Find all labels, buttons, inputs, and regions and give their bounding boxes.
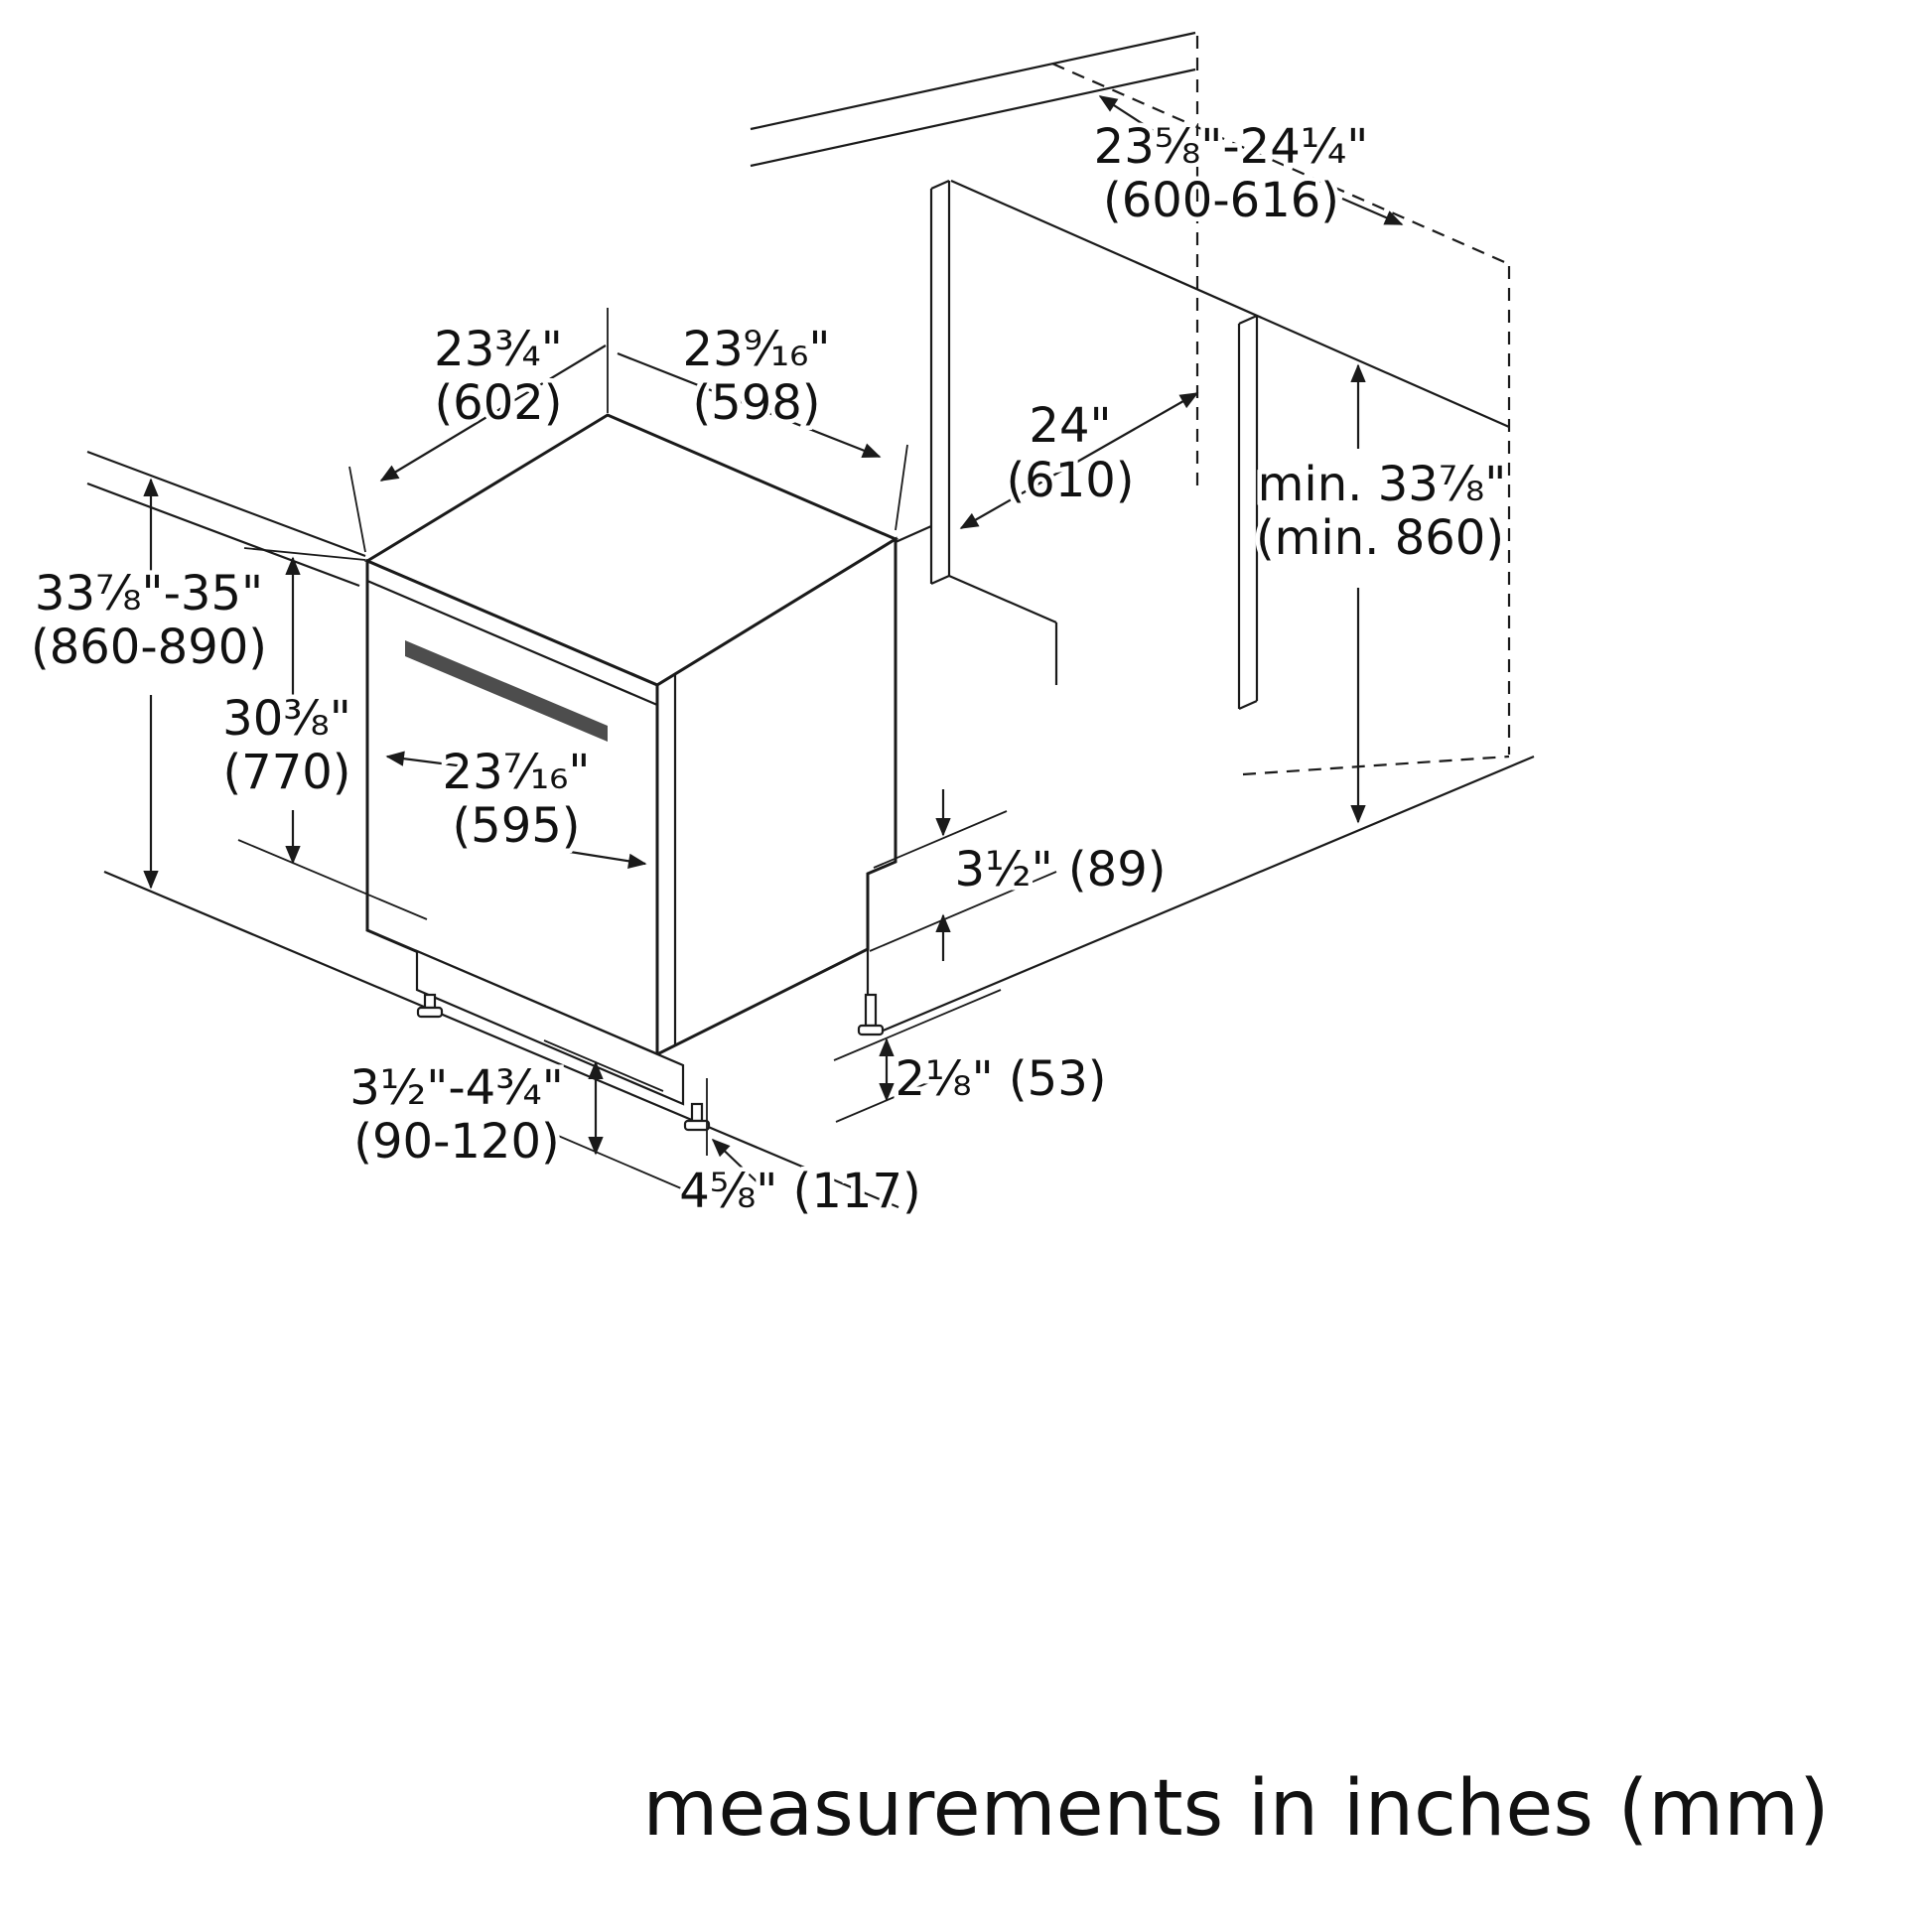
door-handle	[405, 640, 608, 742]
toe-kick-panel	[415, 949, 685, 1106]
dim-top-width	[617, 351, 882, 459]
leveling-range-label-inches: 3¹⁄₂"-4³⁄₄"	[349, 1060, 564, 1116]
dim-door-width-right	[569, 850, 647, 869]
dimension-arrows	[143, 95, 1404, 1182]
toe-kick-depth-label: 2¹⁄₈" (53)	[896, 1051, 1107, 1107]
dim-cabinet-depth	[959, 392, 1199, 529]
top-depth-label-mm: (602)	[434, 375, 562, 431]
cabinet-depth-label-inches: 24"	[1029, 398, 1111, 454]
leveling-foot-front-left	[416, 993, 444, 1019]
body-height-label-inches: 30³⁄₈"	[222, 691, 351, 747]
extension-lines	[237, 308, 1057, 1195]
top-width-label-mm: (598)	[692, 375, 820, 431]
niche-width-label-mm: (600-616)	[1103, 173, 1339, 228]
door-width-label-inches: 23⁷⁄₁₆"	[443, 745, 591, 800]
floor-lines	[103, 755, 1535, 1209]
overall-height-label-inches: 33⁷⁄₈"-35"	[35, 566, 263, 621]
niche-height-label-inches: min. 33⁷⁄₈"	[1258, 457, 1507, 512]
door-width-label-mm: (595)	[452, 798, 580, 854]
top-depth-label-inches: 23³⁄₄"	[434, 322, 563, 377]
leveling-foot-front-right	[683, 1102, 711, 1132]
units-caption: measurements in inches (mm)	[642, 1764, 1829, 1854]
dishwasher	[363, 413, 899, 1132]
niche-height-label-mm: (min. 860)	[1256, 510, 1504, 566]
body-height-label-mm: (770)	[222, 745, 350, 800]
cabinet-depth-label-mm: (610)	[1006, 453, 1134, 508]
dimension-labels: 33⁷⁄₈"-35" (860-890) 30³⁄₈" (770) 23³⁄₄"…	[26, 115, 1510, 1224]
dim-door-width-left	[385, 751, 466, 768]
dim-top-depth	[379, 345, 607, 482]
dim-niche-width-left	[1098, 95, 1155, 132]
overall-height-label-mm: (860-890)	[31, 620, 267, 675]
door-top-edge	[366, 579, 658, 707]
dim-base-depth	[711, 1138, 758, 1182]
cabinet-panels	[895, 179, 1259, 711]
leveling-foot-rear	[857, 993, 885, 1036]
countertop-lines	[86, 31, 1510, 588]
top-width-label-inches: 23⁹⁄₁₆"	[683, 322, 831, 377]
leveling-range-label-mm: (90-120)	[353, 1114, 559, 1170]
dim-niche-width-right	[1341, 197, 1404, 226]
base-depth-label: 4⁵⁄₈" (117)	[679, 1164, 920, 1219]
toe-kick-height-label: 3¹⁄₂" (89)	[955, 842, 1167, 897]
niche-width-label-inches: 23⁵⁄₈"-24¹⁄₄"	[1094, 119, 1369, 175]
